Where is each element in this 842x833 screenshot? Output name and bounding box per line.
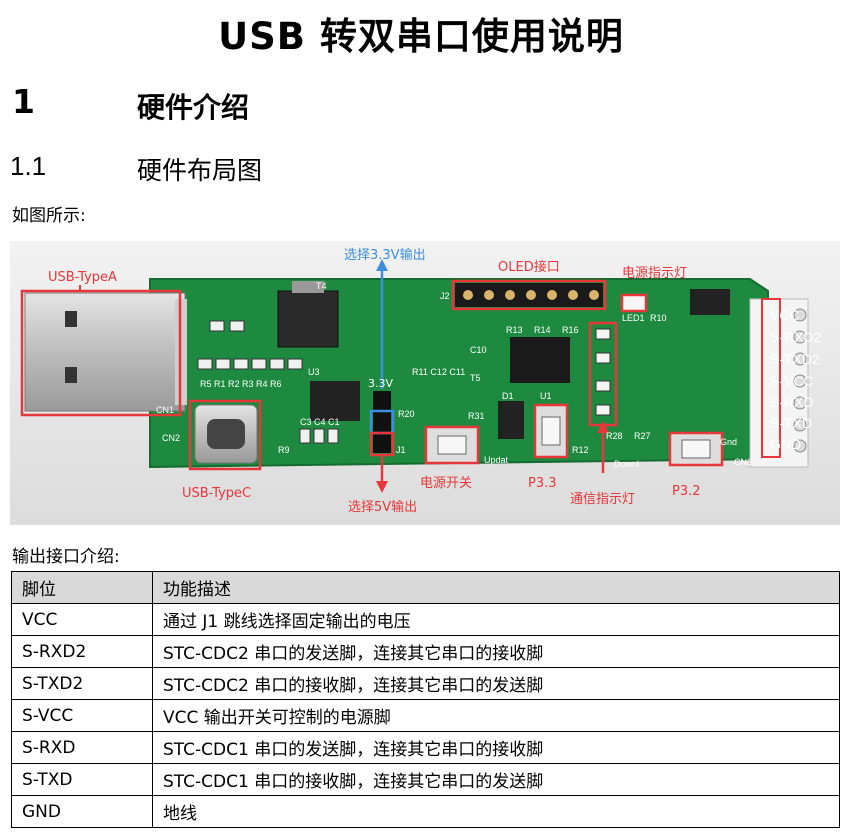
cn1-label: CN1 xyxy=(156,405,174,415)
pin-label-gnd: GND xyxy=(770,436,801,452)
d1-label: D1 xyxy=(502,391,514,401)
c10-label: C10 xyxy=(470,345,487,355)
pin-cell: S-RXD2 xyxy=(11,635,153,668)
r11-label: R11 C12 C11 xyxy=(412,367,465,377)
pin-cell: S-VCC xyxy=(11,699,153,732)
silkscreen-labels: CN1 CN2 CN3 T4 U3 J2 J1 U1 R5 R1 R2 R3 R… xyxy=(156,281,752,469)
pin-label-s-vcc: S-VCC xyxy=(770,373,814,389)
caps-label: C3 C4 C1 xyxy=(300,417,340,427)
description-cell: STC-CDC1 串口的发送脚，连接其它串口的接收脚 xyxy=(152,731,840,764)
label-p32: P3.2 xyxy=(672,484,701,499)
label-usb-typea: USB-TypeA xyxy=(48,270,117,285)
hardware-layout-photo: CN1 CN2 CN3 T4 U3 J2 J1 U1 R5 R1 R2 R3 R… xyxy=(10,241,840,525)
power-led-box xyxy=(620,293,648,313)
label-select-5v: 选择5V输出 xyxy=(348,499,417,515)
label-power-switch: 电源开关 xyxy=(420,476,472,491)
header-description: 功能描述 xyxy=(152,571,840,604)
pin-label-s-txd2: S-TXD2 xyxy=(770,351,820,367)
update-label: Updat xyxy=(484,455,509,465)
pin-label-vcc: VCC xyxy=(770,307,800,323)
pin-cell: S-TXD xyxy=(11,763,153,796)
label-power-led: 电源指示灯 xyxy=(622,266,687,281)
r14-label: R14 xyxy=(534,325,551,335)
pin-label-s-rxd2: S-RXD2 xyxy=(770,329,822,345)
cn3-label: CN3 xyxy=(734,457,752,467)
r12-label: R12 xyxy=(572,445,589,455)
led1-label: LED1 xyxy=(622,313,645,323)
board-illustration: CN1 CN2 CN3 T4 U3 J2 J1 U1 R5 R1 R2 R3 R… xyxy=(10,241,840,525)
figure-intro-text: 如图所示: xyxy=(12,206,86,226)
section-1-number: 1 xyxy=(12,82,35,121)
r31-label: R31 xyxy=(468,411,485,421)
section-1-1-number: 1.1 xyxy=(10,151,47,181)
description-cell: STC-CDC2 串口的发送脚，连接其它串口的接收脚 xyxy=(152,635,840,668)
label-p33: P3.3 xyxy=(528,476,557,491)
r13-label: R13 xyxy=(506,325,523,335)
header-pin: 脚位 xyxy=(11,571,153,604)
usb-typea-plug xyxy=(24,292,186,412)
download-label: Downl xyxy=(614,459,639,469)
description-cell: STC-CDC1 串口的接收脚，连接其它串口的发送脚 xyxy=(152,763,840,796)
r28-label: R28 xyxy=(606,431,623,441)
r10-label: R10 xyxy=(650,313,667,323)
t4-label: T4 xyxy=(316,281,327,291)
pin-cell: VCC xyxy=(11,603,153,636)
section-1-1-title: 硬件布局图 xyxy=(137,156,263,185)
r27-label: R27 xyxy=(634,431,651,441)
pin-cell: S-TXD2 xyxy=(11,667,153,700)
usb-typec-box xyxy=(188,399,262,471)
output-interface-intro: 输出接口介绍: xyxy=(12,547,120,567)
r9-label: R9 xyxy=(278,445,290,455)
usb-typea-box xyxy=(20,289,182,417)
label-3v3-silk: 3.3V xyxy=(368,377,393,390)
u3-label: U3 xyxy=(308,367,320,377)
pin-labels: VCC S-RXD2 S-TXD2 S-VCC S-RXD S-TXD GND xyxy=(770,307,822,452)
r20-label: R20 xyxy=(398,409,415,419)
label-oled: OLED接口 xyxy=(498,259,560,275)
label-usb-typec: USB-TypeC xyxy=(182,486,251,501)
u1-label: U1 xyxy=(540,391,552,401)
oled-header-box xyxy=(451,279,607,311)
table-header-row: 脚位 功能描述 xyxy=(11,571,840,604)
pin-cell: S-RXD xyxy=(11,731,153,764)
description-cell: STC-CDC2 串口的接收脚，连接其它串口的发送脚 xyxy=(152,667,840,700)
pin-label-s-rxd: S-RXD xyxy=(770,394,814,410)
label-comm-led: 通信指示灯 xyxy=(570,492,635,507)
document-title: USB 转双串口使用说明 xyxy=(218,15,624,58)
cn2-label: CN2 xyxy=(162,433,180,443)
resistor-row-label: R5 R1 R2 R3 R4 R6 xyxy=(200,379,282,389)
t5-label: T5 xyxy=(470,373,481,383)
j1-label: J1 xyxy=(396,445,406,455)
pin-cell: GND xyxy=(11,795,153,828)
j2-label: J2 xyxy=(440,291,450,301)
section-1-title: 硬件介绍 xyxy=(137,91,250,124)
description-cell: 地线 xyxy=(152,795,840,828)
r16-label: R16 xyxy=(562,325,579,335)
description-cell: 通过 J1 跳线选择固定输出的电压 xyxy=(152,603,840,636)
gnd-silk-label: Gnd xyxy=(720,437,737,447)
pin-label-s-txd: S-TXD xyxy=(770,415,812,431)
description-cell: VCC 输出开关可控制的电源脚 xyxy=(152,699,840,732)
label-select-33v: 选择3.3V输出 xyxy=(344,247,426,263)
